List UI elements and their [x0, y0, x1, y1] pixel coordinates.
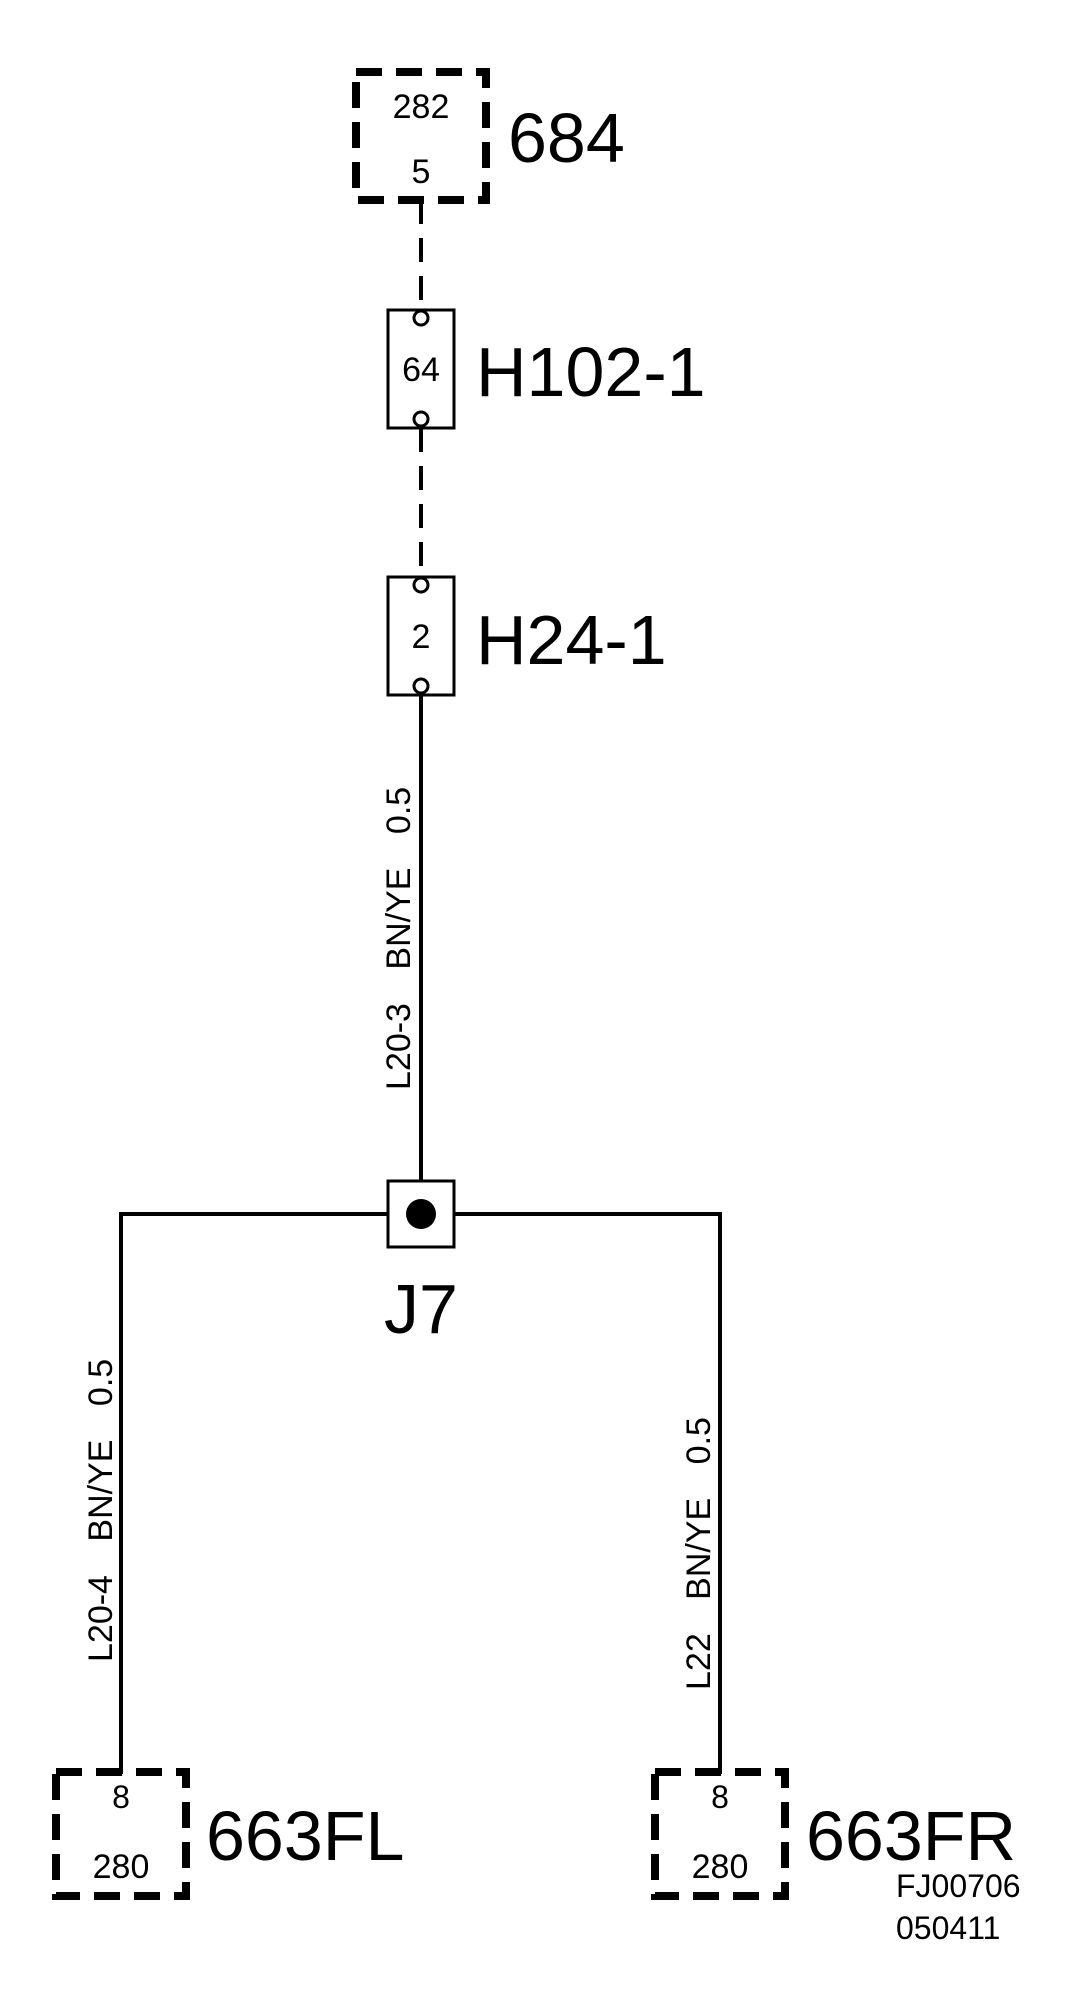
- connector-663fl: 8 280 663FL: [52, 1768, 404, 1900]
- connector-663fr-pin-bottom: 280: [692, 1848, 749, 1886]
- junction-j7-dot: [406, 1199, 436, 1229]
- connector-684-pin-bottom: 5: [412, 153, 431, 191]
- splice-h102-1-bottom-terminal: [412, 410, 430, 428]
- splice-h102-1: 64 H102-1: [386, 308, 706, 430]
- diagram-code-line1: FJ00706: [896, 1868, 1021, 1904]
- wire-l20-3-size: 0.5: [380, 787, 418, 834]
- wire-l20-3-label: L20-3 BN/YE 0.5: [380, 787, 418, 1090]
- splice-h102-1-top-terminal: [412, 309, 430, 327]
- wire-l20-4-id: L20-4: [82, 1575, 120, 1662]
- connector-684-pin-top: 282: [393, 88, 450, 126]
- junction-j7: J7: [384, 1179, 458, 1348]
- wire-l20-3-id: L20-3: [380, 1003, 418, 1090]
- splice-h24-1-bottom-terminal: [412, 677, 430, 695]
- splice-h24-1: 2 H24-1: [386, 575, 667, 697]
- connector-663fl-pin-bottom: 280: [93, 1848, 150, 1886]
- junction-j7-label: J7: [384, 1270, 458, 1348]
- connector-663fr: 8 280 663FR: [651, 1768, 1016, 1900]
- splice-h102-1-label: H102-1: [476, 333, 706, 411]
- connector-684: 282 5 684: [352, 68, 625, 204]
- splice-h24-1-pin: 2: [412, 618, 431, 656]
- connector-684-label: 684: [508, 99, 625, 177]
- wire-l22-size: 0.5: [680, 1417, 718, 1464]
- splice-h24-1-label: H24-1: [476, 601, 667, 679]
- wire-l20-4-color: BN/YE: [82, 1440, 120, 1542]
- wire-l22-label: L22 BN/YE 0.5: [680, 1417, 718, 1690]
- connector-663fl-label: 663FL: [206, 1797, 404, 1875]
- splice-h24-1-top-terminal: [412, 576, 430, 594]
- splice-h102-1-box: [386, 308, 456, 430]
- diagram-code-line2: 050411: [896, 1910, 1000, 1946]
- wire-l22-id: L22: [680, 1633, 718, 1690]
- wire-l22-color: BN/YE: [680, 1498, 718, 1600]
- connector-663fl-box: [52, 1768, 190, 1900]
- connector-663fr-pin-top: 8: [711, 1779, 729, 1815]
- wire-l20-4-label: L20-4 BN/YE 0.5: [82, 1359, 120, 1662]
- connector-663fr-box: [651, 1768, 789, 1900]
- wire-l20-3-color: BN/YE: [380, 868, 418, 970]
- wire-l20-4-size: 0.5: [82, 1359, 120, 1406]
- connector-663fl-pin-top: 8: [112, 1779, 130, 1815]
- splice-h102-1-pin: 64: [402, 351, 440, 389]
- connector-663fr-label: 663FR: [806, 1797, 1016, 1875]
